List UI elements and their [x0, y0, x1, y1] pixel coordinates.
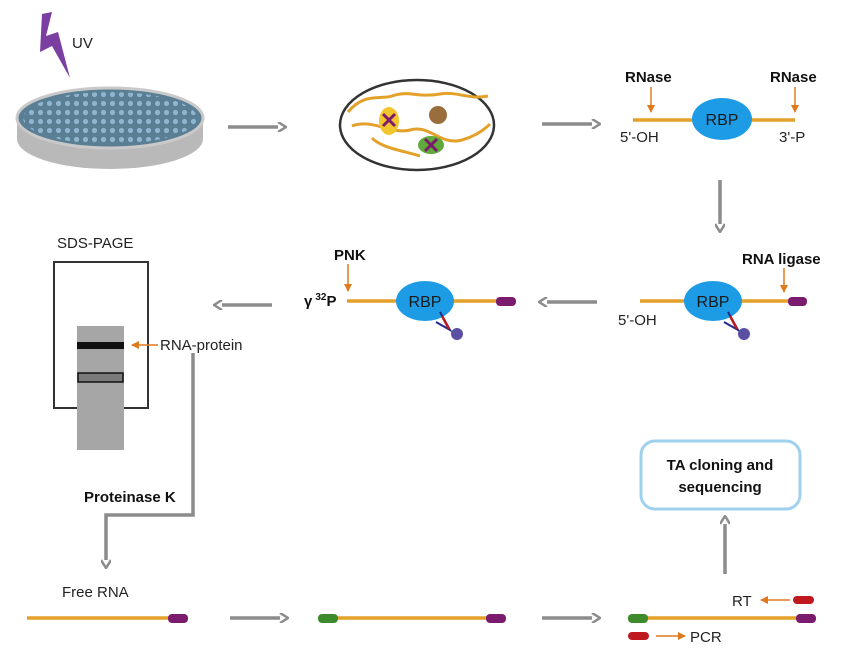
- rt-pcr-step: [628, 596, 816, 640]
- free-rna-label: Free RNA: [62, 584, 129, 601]
- uv-label: UV: [72, 35, 93, 52]
- rbp-label-1: RBP: [706, 112, 739, 129]
- rna-ligase-label: RNA ligase: [742, 251, 821, 268]
- lightning-bolt-icon: [40, 12, 70, 78]
- ta-cloning-line-2: sequencing: [678, 479, 761, 496]
- cell-icon: [338, 78, 496, 172]
- rnase-step: [633, 87, 799, 140]
- pnk-step: [344, 264, 516, 340]
- five-oh-label-mid: 5'-OH: [618, 312, 657, 329]
- rbp-label-3: RBP: [409, 294, 442, 311]
- rnase-right-label: RNase: [770, 69, 817, 86]
- pnk-label: PNK: [334, 247, 366, 264]
- sds-page-label: SDS-PAGE: [57, 235, 133, 252]
- five-oh-label-top: 5'-OH: [620, 129, 659, 146]
- rbp-label-2: RBP: [697, 294, 730, 311]
- ta-cloning-line-1: TA cloning and: [667, 457, 774, 474]
- pcr-label: PCR: [690, 629, 722, 646]
- free-rna-strand: [27, 614, 188, 623]
- rna-protein-label: RNA-protein: [160, 337, 243, 354]
- ta-cloning-box: [639, 439, 802, 511]
- proteinase-k-path: [106, 353, 195, 560]
- three-p-label: 3'-P: [779, 129, 805, 146]
- ligase-step: [640, 268, 807, 340]
- rnase-left-label: RNase: [625, 69, 672, 86]
- proteinase-k-label: Proteinase K: [84, 489, 176, 506]
- rt-label: RT: [732, 593, 752, 610]
- petri-dish-icon: [15, 86, 205, 169]
- adapter-ligated-rna: [318, 614, 506, 623]
- sds-page-gel: [53, 261, 158, 450]
